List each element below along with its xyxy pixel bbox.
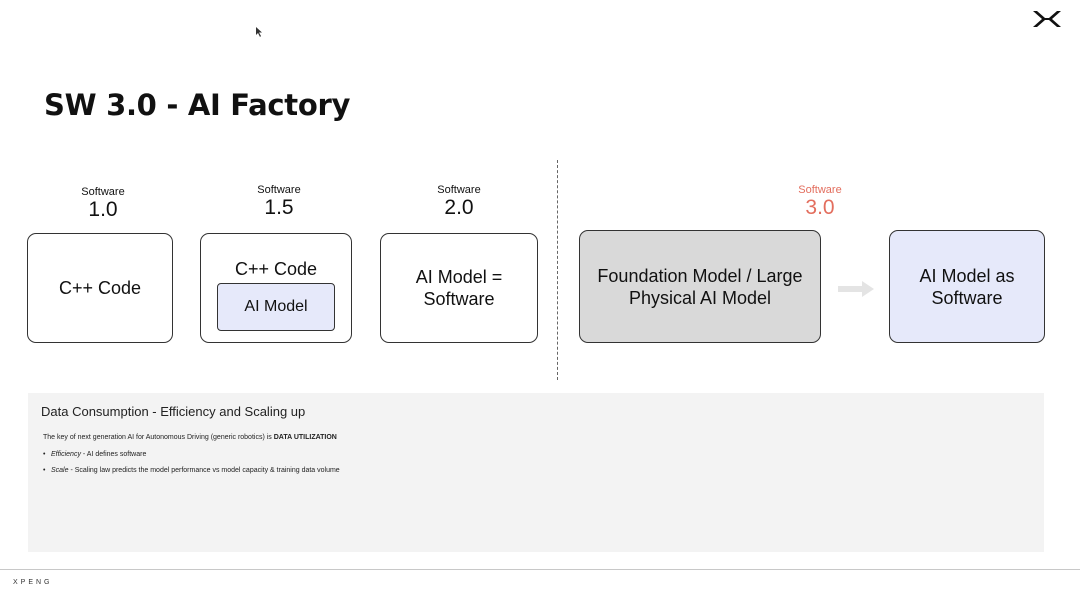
bullet-term: Scale bbox=[51, 467, 69, 474]
footer-brand-logo: XPENG bbox=[13, 579, 53, 586]
version-caption: Software bbox=[257, 184, 301, 196]
data-consumption-panel: Data Consumption - Efficiency and Scalin… bbox=[28, 393, 1044, 552]
box-ai-model-software: AI Model = Software bbox=[380, 233, 538, 343]
mouse-cursor-icon bbox=[256, 27, 262, 37]
key-prefix: The key of next generation AI for Autono… bbox=[43, 434, 274, 441]
version-label-1-5: Software 1.5 bbox=[219, 184, 339, 220]
version-number: 1.5 bbox=[264, 196, 294, 219]
bullet-text: - AI defines software bbox=[80, 451, 147, 458]
box-text: Foundation Model / Large Physical AI Mod… bbox=[597, 265, 803, 308]
xpeng-logo-icon bbox=[1033, 11, 1061, 27]
bullet-term: Efficiency bbox=[51, 451, 81, 458]
version-label-2-0: Software 2.0 bbox=[399, 184, 519, 220]
right-arrow-icon bbox=[838, 281, 874, 297]
panel-key-statement: The key of next generation AI for Autono… bbox=[43, 434, 337, 441]
version-caption: Software bbox=[798, 184, 842, 196]
version-label-1-0: Software 1.0 bbox=[43, 186, 163, 222]
bullet-dot-icon: • bbox=[43, 451, 46, 458]
section-divider bbox=[557, 160, 558, 380]
version-label-3-0: Software 3.0 bbox=[760, 184, 880, 220]
version-number: 1.0 bbox=[88, 198, 118, 221]
bullet-scale: • Scale - Scaling law predicts the model … bbox=[43, 467, 340, 474]
footer-divider bbox=[0, 569, 1080, 570]
key-bold: DATA UTILIZATION bbox=[273, 434, 337, 441]
box-ai-model-as-software: AI Model as Software bbox=[889, 230, 1045, 343]
panel-title: Data Consumption - Efficiency and Scalin… bbox=[41, 404, 306, 419]
bullet-text: - Scaling law predicts the model perform… bbox=[68, 467, 340, 474]
inner-ai-model-box: AI Model bbox=[217, 283, 335, 331]
version-caption: Software bbox=[437, 184, 481, 196]
box-foundation-model: Foundation Model / Large Physical AI Mod… bbox=[579, 230, 821, 343]
box-text: AI Model as Software bbox=[919, 265, 1015, 308]
box-cpp-code: C++ Code bbox=[27, 233, 173, 343]
bullet-efficiency: • Efficiency - AI defines software bbox=[43, 451, 146, 458]
slide-title: SW 3.0 - AI Factory bbox=[44, 88, 351, 122]
box-text: C++ Code bbox=[58, 278, 142, 298]
box-cpp-label: C++ Code bbox=[234, 259, 318, 279]
box-text: AI Model = Software bbox=[415, 267, 503, 309]
inner-box-text: AI Model bbox=[244, 298, 308, 315]
version-caption: Software bbox=[81, 186, 125, 198]
bullet-dot-icon: • bbox=[43, 467, 46, 474]
version-number: 3.0 bbox=[805, 196, 835, 219]
version-number: 2.0 bbox=[444, 196, 474, 219]
